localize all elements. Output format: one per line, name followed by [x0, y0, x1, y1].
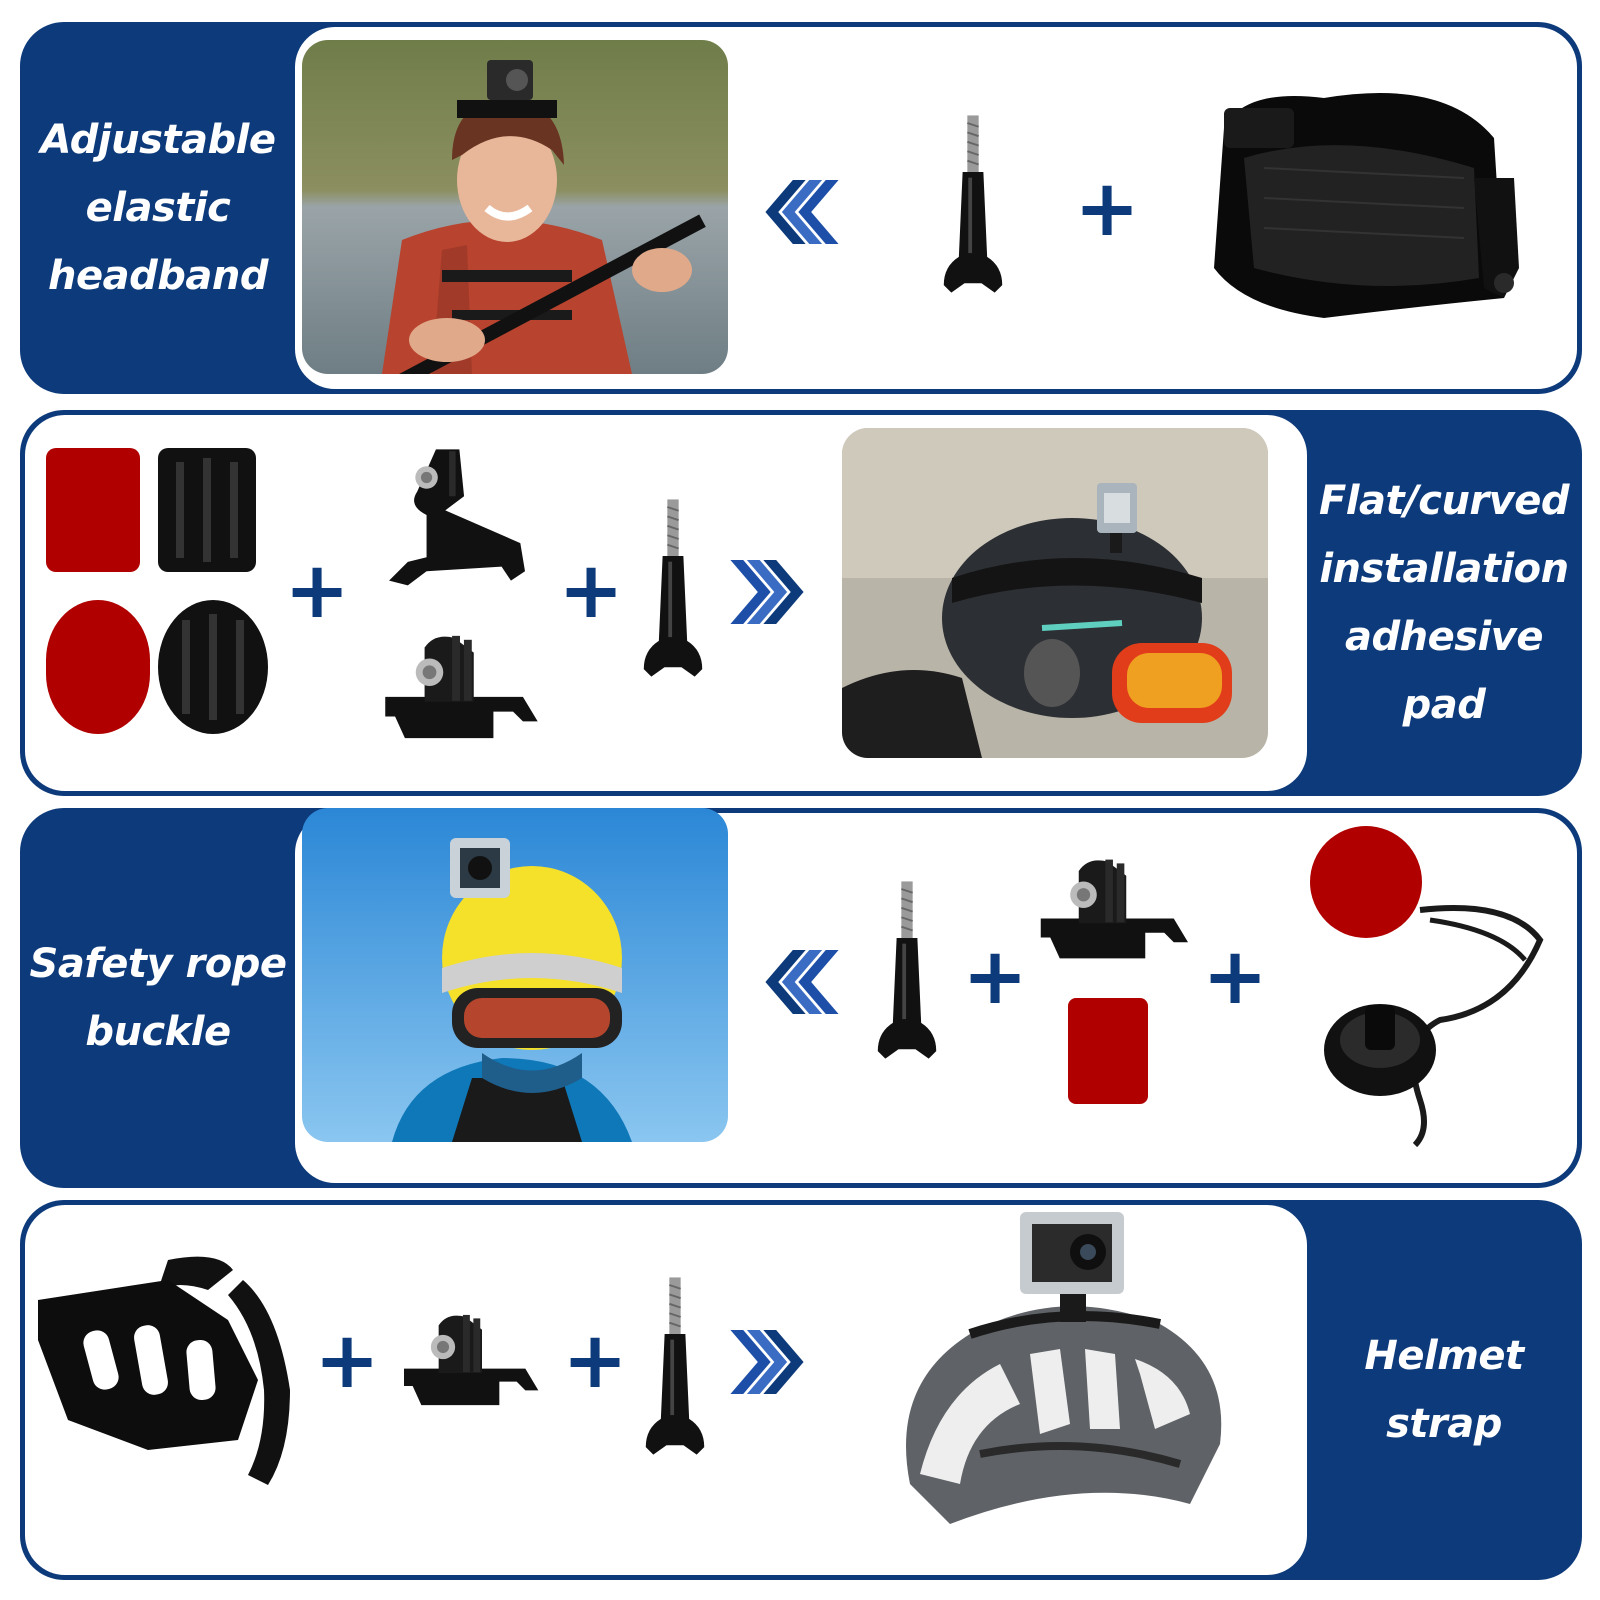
plus-sign: +	[1074, 164, 1140, 254]
plus-sign: +	[962, 932, 1028, 1022]
plus-sign: +	[284, 546, 350, 636]
arrow-right-icon	[730, 1330, 804, 1394]
arrow-right-icon	[730, 560, 804, 624]
bike-helmet-camera-photo	[906, 1212, 1222, 1524]
adhesive-pad-icon	[46, 600, 150, 734]
j-hook-buckle-icon	[389, 449, 525, 586]
plus-sign: +	[314, 1316, 380, 1406]
safety-tether-icon	[1324, 905, 1544, 1148]
section-title: Helmet strap	[1364, 1333, 1524, 1447]
plus-sign: +	[562, 1316, 628, 1406]
elastic-headband-icon	[1214, 93, 1519, 318]
thumb-screw-icon	[642, 498, 704, 678]
section-title: Safety rope buckle	[29, 941, 287, 1055]
skier-yellow-helmet-photo	[302, 808, 728, 1142]
kayaker-headband-photo	[302, 40, 728, 374]
adhesive-pad-icon	[46, 448, 140, 572]
thumb-screw-icon	[644, 1276, 706, 1456]
quick-release-base-icon	[385, 635, 538, 739]
quick-release-base-icon	[404, 1314, 539, 1406]
flat-mount-icon	[158, 448, 256, 572]
plus-sign: +	[1202, 932, 1268, 1022]
arrow-left-icon	[765, 180, 839, 244]
thumb-screw-icon	[876, 880, 938, 1060]
curved-mount-icon	[158, 600, 268, 734]
section-title: Flat/curved installation adhesive pad	[1318, 478, 1570, 728]
quick-release-base-icon	[1040, 859, 1188, 959]
adhesive-pad-icon	[1068, 998, 1148, 1104]
ski-helmet-camera-photo	[842, 428, 1268, 758]
adhesive-pad-icon	[1310, 826, 1422, 938]
plus-sign: +	[558, 546, 624, 636]
thumb-screw-icon	[942, 114, 1004, 294]
arrow-left-icon	[765, 950, 839, 1014]
section-title: Adjustable elastic headband	[40, 117, 276, 299]
vented-helmet-strap-icon	[38, 1256, 290, 1485]
